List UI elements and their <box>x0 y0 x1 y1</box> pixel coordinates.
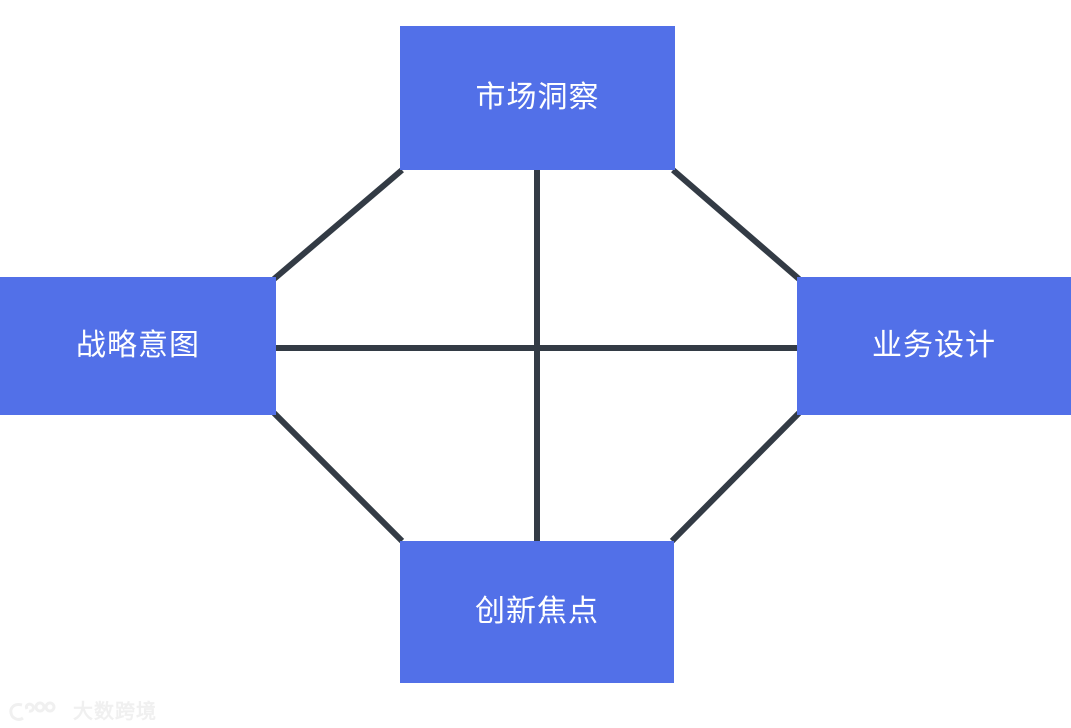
connector-left-bottom <box>271 410 405 544</box>
connector-top-right <box>671 167 801 282</box>
node-market-insight[interactable]: 市场洞察 <box>400 26 675 170</box>
connector-top-left <box>272 167 404 282</box>
node-label-market-insight: 市场洞察 <box>475 81 600 114</box>
node-business-design[interactable]: 业务设计 <box>797 277 1071 415</box>
watermark: 大数跨境 <box>8 700 157 724</box>
spiral-logo-icon <box>9 701 56 721</box>
watermark-text: 大数跨境 <box>73 701 157 723</box>
node-strategic-intent[interactable]: 战略意图 <box>0 277 276 415</box>
node-label-strategic-intent: 战略意图 <box>76 329 200 362</box>
connector-right-bottom <box>669 410 802 544</box>
node-innovation-focus[interactable]: 创新焦点 <box>400 541 674 683</box>
node-label-business-design: 业务设计 <box>872 329 996 362</box>
node-label-innovation-focus: 创新焦点 <box>475 595 599 628</box>
